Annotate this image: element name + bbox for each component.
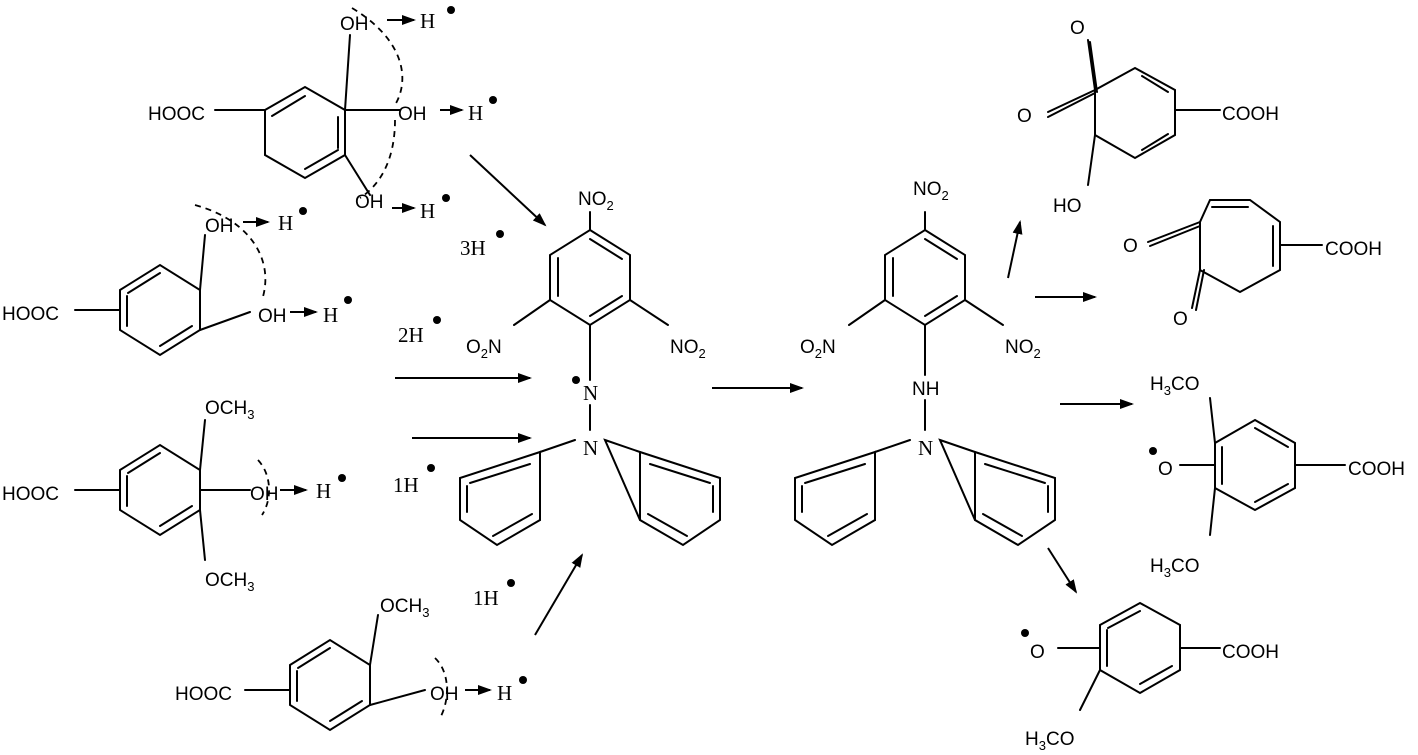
product-ortho-quinone: O O COOH [1123,199,1382,330]
cooh-label: HOOC [2,484,59,505]
h3co-label: H3CO [1025,729,1074,753]
product-hydroxy-quinone: O O COOH HO [1017,18,1279,217]
o-radical-label: O [1158,459,1173,480]
o-label: O [1123,236,1138,257]
h-count-label: 3H [460,236,486,260]
no2-label: NO2 [1005,337,1041,361]
h-radical-label: H [468,101,483,125]
product-syringyl-radical: H3CO H3CO O COOH [1149,374,1405,580]
h-radical-label: H [316,479,331,503]
och3-label: OCH3 [205,398,254,422]
h-radical-label: H [323,303,338,327]
oh-label: OH [250,484,279,505]
oh-label: OH [355,192,384,213]
h3co-label: H3CO [1150,374,1199,398]
cooh-label: COOH [1222,642,1279,663]
h-count-label: 1H [393,473,419,497]
no2-label: NO2 [578,189,614,213]
reaction-arrows: 3H 2H 1H 1H [393,154,584,636]
h-radical-label: H [278,211,293,235]
dpph-h: NO2 NO2 O2N NH N [794,179,1056,547]
product-guaiacyl-radical: O COOH H3CO [1021,601,1279,753]
och3-label: OCH3 [380,596,429,620]
cooh-label: COOH [1348,459,1405,480]
syringic-acid: HOOC OCH3 OCH3 OH H [2,398,346,594]
oh-label: OH [340,14,369,35]
h-count-label: 2H [398,323,424,347]
o2n-label: O2N [466,337,502,361]
o-label: O [1017,106,1032,127]
oh-label: OH [205,216,234,237]
h-count-label: 1H [473,586,499,610]
cooh-label: COOH [1222,104,1279,125]
vanillic-acid: HOOC OCH3 OH H [175,596,527,732]
nh-label: NH [912,379,939,400]
no2-label: NO2 [913,179,949,203]
product-arrows [1007,220,1134,594]
oh-label: OH [398,104,427,125]
o-label: O [1173,309,1188,330]
cooh-label: HOOC [148,104,205,125]
h-radical-label: H [420,199,435,223]
n-label: N [583,436,598,460]
no2-label: NO2 [670,337,706,361]
o2n-label: O2N [800,337,836,361]
oh-label: OH [258,306,287,327]
oh-label: OH [430,684,459,705]
protocatechuic-acid: HOOC OH OH H H [2,204,352,357]
o-radical-label: O [1030,642,1045,663]
n-radical-label: N [583,381,598,405]
o-label: O [1070,18,1085,39]
gallic-acid: HOOC OH OH OH H H H [148,6,497,223]
h-radical-label: H [497,681,512,705]
h3co-label: H3CO [1150,556,1199,580]
dpph-radical: NO2 NO2 O2N N N [459,189,721,547]
cooh-label: COOH [1325,239,1382,260]
n-label: N [918,436,933,460]
och3-label: OCH3 [205,570,254,594]
cooh-label: HOOC [175,684,232,705]
cooh-label: HOOC [2,304,59,325]
h-radical-label: H [420,9,435,33]
ho-label: HO [1053,196,1082,217]
